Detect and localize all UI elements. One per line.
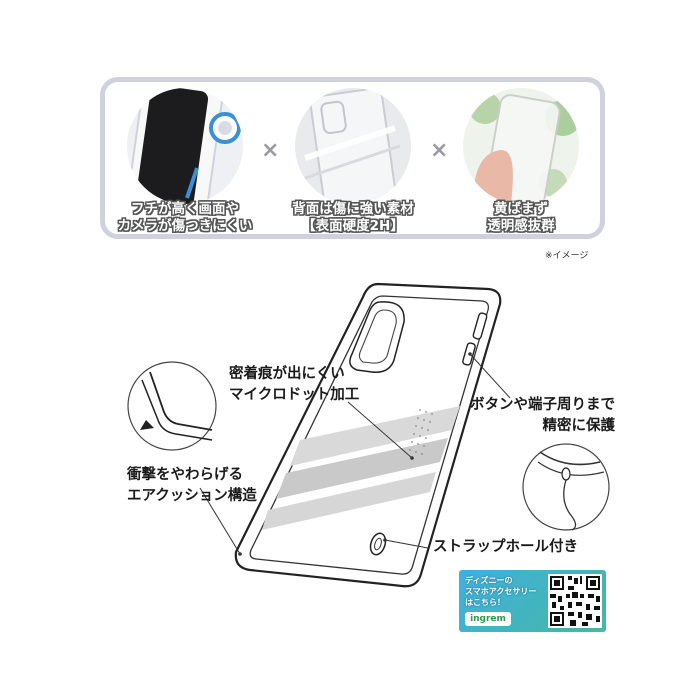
- raised-edge-photo: [127, 88, 243, 204]
- multiply-symbol-2: ×: [430, 138, 449, 163]
- promo-line1: ディズニーの: [465, 576, 513, 585]
- feature-caption-3-line1: 黄ばまず: [494, 201, 548, 217]
- feature-caption-3-line2: 透明感抜群: [487, 218, 555, 234]
- button-protection-callout-line1: ボタンや端子周りまで: [470, 397, 615, 413]
- qr-code-icon[interactable]: [548, 574, 602, 628]
- air-cushion-callout-line2: エアクッション構造: [127, 488, 257, 504]
- promo-line3: はこちら！: [465, 598, 505, 607]
- multiply-symbol: ×: [261, 138, 280, 163]
- image-note: ※イメージ: [545, 251, 589, 261]
- feature-caption-1: フチが高く画面や カメラが傷つきにくい: [105, 201, 265, 235]
- microdot-callout-line2: マイクロドット加工: [229, 387, 360, 403]
- feature-caption-2: 背面は傷に強い素材 【表面硬度2H】: [273, 201, 433, 235]
- ingrem-logo: ingrem: [465, 612, 511, 626]
- button-protection-callout-line2: 精密に保護: [542, 418, 616, 434]
- feature-caption-3: 黄ばまず 透明感抜群: [441, 201, 601, 235]
- hand-holding-case-photo: [463, 88, 579, 204]
- microdot-callout-line1: 密着痕が出にくい: [229, 366, 345, 382]
- air-cushion-callout-line1: 衝撃をやわらげる: [127, 467, 243, 483]
- microdot-callout: 密着痕が出にくい マイクロドット加工: [229, 364, 359, 406]
- promo-line2: スマホアクセサリー: [465, 587, 537, 596]
- promo-text: ディズニーの スマホアクセサリー はこちら！: [465, 575, 536, 608]
- feature-caption-2-line2: 【表面硬度2H】: [302, 218, 404, 234]
- air-cushion-callout: 衝撃をやわらげる エアクッション構造: [127, 465, 257, 507]
- feature-caption-2-line1: 背面は傷に強い素材: [292, 201, 414, 217]
- clear-back-photo: [295, 88, 411, 204]
- strap-hole-callout: ストラップホール付き: [433, 539, 578, 555]
- button-protection-callout: ボタンや端子周りまで 精密に保護: [455, 395, 615, 437]
- feature-caption-1-line1: フチが高く画面や: [131, 201, 239, 217]
- feature-caption-1-line2: カメラが傷つきにくい: [117, 218, 253, 234]
